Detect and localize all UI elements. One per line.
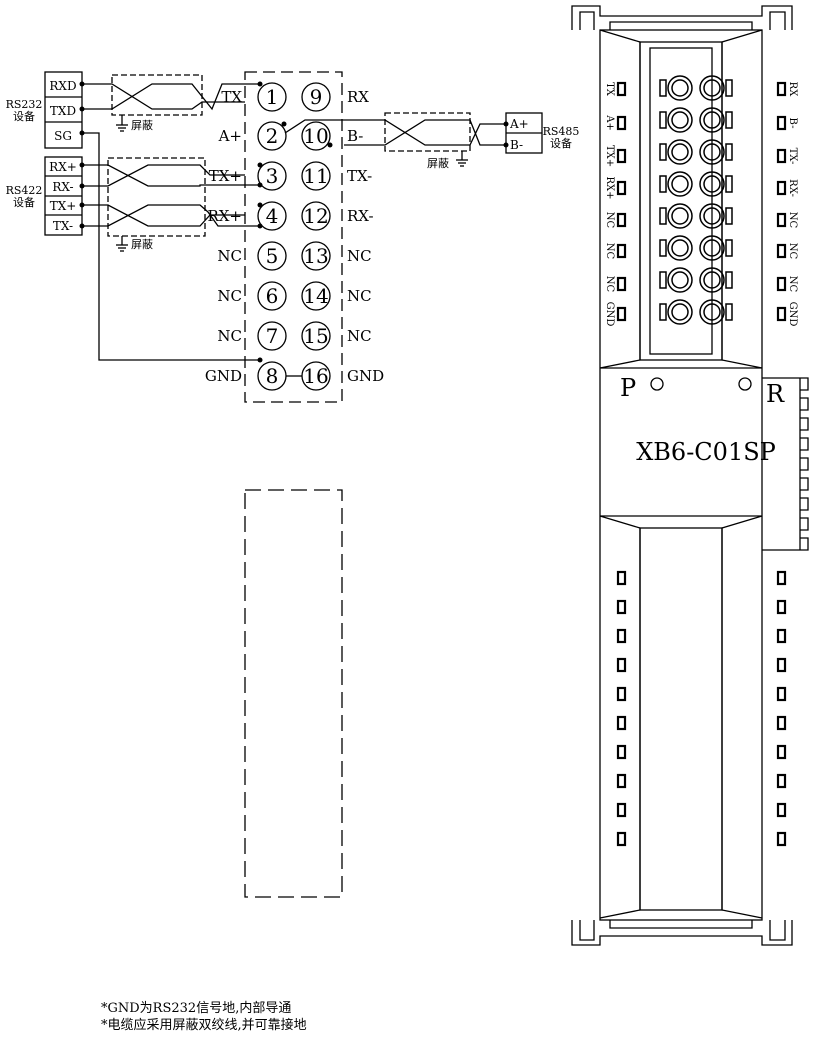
module-screw-terminals bbox=[659, 75, 733, 325]
rs232-pin-sg: SG bbox=[54, 129, 72, 143]
rs422-pin-tx-minus: TX- bbox=[53, 219, 73, 233]
terminal-right-label-14: NC bbox=[347, 287, 372, 305]
terminal-number-8: 8 bbox=[266, 364, 279, 388]
terminal-right-label-15: NC bbox=[347, 327, 372, 345]
led-p-label: P bbox=[620, 374, 636, 402]
terminal-right-label-16: GND bbox=[347, 367, 384, 385]
rs485-wires bbox=[284, 112, 506, 167]
terminal-number-9: 9 bbox=[310, 85, 323, 109]
rs232-pin-txd: TXD bbox=[50, 104, 76, 118]
rs485-name-line2: 设备 bbox=[550, 136, 572, 150]
terminal-right-label-12: RX- bbox=[347, 207, 374, 225]
rs422-pin-rx-plus: RX+ bbox=[49, 160, 77, 174]
terminal-left-label-6: NC bbox=[217, 287, 242, 305]
notes: *GND为RS232信号地,内部导通 *电缆应采用屏蔽双绞线,并可靠接地 bbox=[101, 1000, 307, 1034]
terminal-number-5: 5 bbox=[266, 244, 279, 268]
module-model-label: XB6-C01SP bbox=[636, 438, 776, 466]
terminal-right-label-10: B- bbox=[347, 127, 363, 145]
terminal-number-14: 14 bbox=[303, 284, 328, 308]
shield-label-rs422: 屏蔽 bbox=[131, 238, 153, 251]
terminal-number-2: 2 bbox=[266, 124, 279, 148]
empty-terminal-outline bbox=[244, 489, 343, 898]
terminal-number-13: 13 bbox=[303, 244, 328, 268]
module-side-left-8: GND bbox=[604, 302, 615, 327]
terminal-right-label-11: TX- bbox=[347, 167, 372, 185]
module-side-right-5: NC bbox=[787, 212, 798, 229]
rs422-device bbox=[44, 156, 83, 236]
rs232-name-line2: 设备 bbox=[13, 109, 35, 123]
module-side-right-8: GND bbox=[787, 302, 798, 327]
rs422-pin-rx-minus: RX- bbox=[52, 180, 73, 194]
terminal-right-label-9: RX bbox=[347, 88, 369, 106]
module-side-left-7: NC bbox=[604, 276, 615, 293]
led-r-label: R bbox=[766, 380, 785, 408]
terminal-right-label-13: NC bbox=[347, 247, 372, 265]
rs485-device bbox=[505, 112, 543, 154]
module-side-right-4: RX- bbox=[787, 179, 798, 197]
rs485-pin-b: B- bbox=[510, 138, 523, 152]
terminal-left-label-5: NC bbox=[217, 247, 242, 265]
terminal-number-16: 16 bbox=[303, 364, 328, 388]
rs422-name-line2: 设备 bbox=[13, 195, 35, 209]
terminal-number-1: 1 bbox=[266, 85, 279, 109]
terminal-number-10: 10 bbox=[303, 124, 328, 148]
rs422-name-line1: RS422 bbox=[6, 184, 43, 197]
terminal-left-label-8: GND bbox=[205, 367, 242, 385]
note-line-2: *电缆应采用屏蔽双绞线,并可靠接地 bbox=[101, 1018, 307, 1033]
terminal-left-label-2: A+ bbox=[218, 127, 242, 145]
terminal-number-6: 6 bbox=[266, 284, 279, 308]
module-side-left-4: RX+ bbox=[604, 176, 615, 199]
rs232-name-line1: RS232 bbox=[6, 98, 43, 111]
rs232-pin-rxd: RXD bbox=[49, 79, 76, 93]
terminal-left-label-1: TX bbox=[221, 88, 242, 106]
terminal-number-12: 12 bbox=[303, 204, 328, 228]
module-side-right-1: RX bbox=[787, 82, 798, 98]
module-side-right-3: TX- bbox=[787, 148, 798, 165]
terminal-left-label-3: TX+ bbox=[209, 167, 242, 185]
terminal-left-label-7: NC bbox=[217, 327, 242, 345]
terminal-number-4: 4 bbox=[266, 204, 279, 228]
module-side-right-7: NC bbox=[787, 276, 798, 293]
terminal-circles bbox=[257, 82, 331, 391]
rs422-wires bbox=[82, 157, 260, 252]
junction-dots bbox=[79, 81, 509, 363]
terminal-number-3: 3 bbox=[266, 164, 279, 188]
shield-label-rs232: 屏蔽 bbox=[131, 119, 153, 132]
terminal-block-outline bbox=[244, 71, 343, 403]
module-side-slots bbox=[616, 81, 787, 847]
note-line-1: *GND为RS232信号地,内部导通 bbox=[101, 1001, 292, 1016]
rs422-pin-tx-plus: TX+ bbox=[50, 199, 77, 213]
terminal-number-15: 15 bbox=[303, 324, 328, 348]
module-side-left-1: TX bbox=[604, 82, 615, 97]
module-side-left-2: A+ bbox=[604, 114, 615, 131]
module-side-left-3: TX+ bbox=[604, 145, 615, 167]
module-drawing bbox=[571, 5, 809, 946]
terminal-left-label-4: RX+ bbox=[207, 207, 242, 225]
shield-label-rs485: 屏蔽 bbox=[427, 157, 449, 170]
module-side-right-2: B- bbox=[787, 118, 798, 129]
terminal-number-11: 11 bbox=[303, 164, 328, 188]
terminal-number-7: 7 bbox=[266, 324, 279, 348]
module-side-right-6: NC bbox=[787, 243, 798, 260]
module-side-left-5: NC bbox=[604, 212, 615, 229]
rs232-wires bbox=[82, 74, 260, 361]
rs485-pin-a: A+ bbox=[509, 117, 529, 131]
module-side-left-6: NC bbox=[604, 243, 615, 260]
rs485-name-line1: RS485 bbox=[543, 125, 580, 138]
